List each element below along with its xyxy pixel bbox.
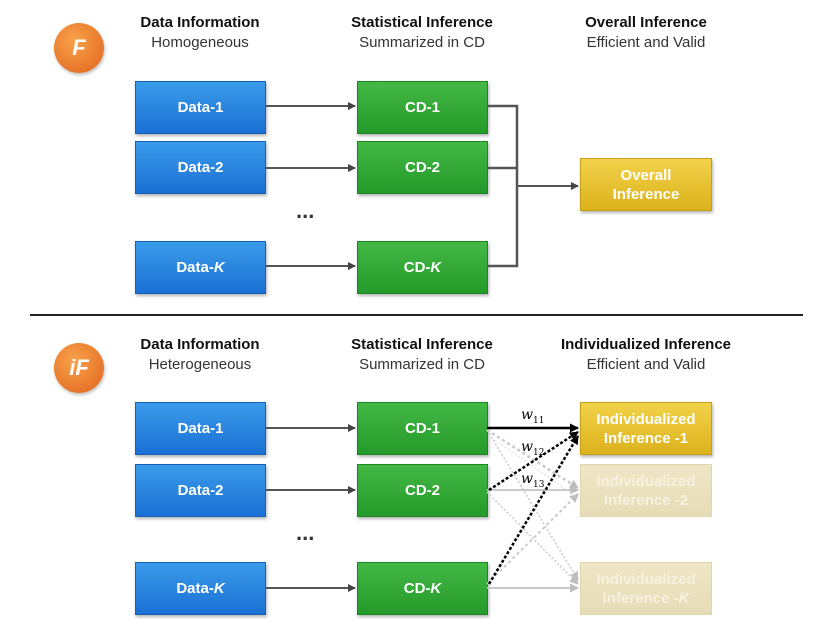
top-data-k-label: Data- (176, 259, 214, 276)
top-cd-k-label: CD- (403, 259, 431, 276)
bottom-data-1-box: Data-1 (135, 402, 266, 455)
top-cd-k-box: CD-K (357, 241, 488, 294)
bottom-cd-k-label: CD- (403, 580, 431, 597)
w11-label: w11 (521, 407, 544, 426)
top-cd-k-italic: K (430, 259, 442, 276)
top-header-data-subtitle: Homogeneous (151, 34, 249, 51)
faded-cd2-to-infk (486, 491, 579, 585)
bottom-cd-2-box: CD-2 (357, 464, 488, 517)
top-header-overall-subtitle: Efficient and Valid (586, 34, 706, 51)
individualized-1-line1: Individualized (596, 410, 696, 428)
top-overall-line1: Overall (620, 166, 672, 184)
bottom-cd-1-box: CD-1 (357, 402, 488, 455)
bottom-header-inference-title: Statistical Inference (351, 336, 493, 353)
top-data-k-italic: K (213, 259, 225, 276)
top-data-1-label: Data-1 (177, 99, 224, 116)
bottom-data-k-box: Data-K (135, 562, 266, 615)
top-data-2-box: Data-2 (135, 141, 266, 194)
bottom-header-data-subtitle: Heterogeneous (148, 356, 252, 373)
top-data-1-box: Data-1 (135, 81, 266, 134)
w13-arrow (487, 435, 580, 585)
top-header-inference-title: Statistical Inference (351, 14, 493, 31)
individualized-k-italic: K (678, 589, 690, 607)
top-header-inference: Statistical Inference Summarized in CD (322, 13, 522, 53)
top-header-overall: Overall Inference Efficient and Valid (546, 13, 746, 53)
bottom-cd-k-box: CD-K (357, 562, 488, 615)
top-cd-1-label: CD-1 (404, 99, 440, 116)
top-overall-line2: Inference (612, 185, 680, 203)
bottom-header-data-title: Data Information (140, 336, 260, 353)
bottom-data-k-label: Data- (176, 580, 214, 597)
individualized-1-line2: Inference -1 (603, 429, 689, 447)
bottom-header-individualized-subtitle: Efficient and Valid (586, 356, 706, 373)
individualized-k-line2: Inference - (602, 589, 679, 607)
if-badge-icon: iF (54, 343, 104, 393)
bottom-header-inference-subtitle: Summarized in CD (359, 356, 485, 373)
top-cd-2-box: CD-2 (357, 141, 488, 194)
top-header-data-title: Data Information (140, 14, 260, 31)
top-data-k-box: Data-K (135, 241, 266, 294)
f-badge-label: F (72, 35, 86, 60)
top-header-data: Data Information Homogeneous (100, 13, 300, 53)
w13-label: w13 (521, 471, 545, 490)
top-cd-2-label: CD-2 (404, 159, 440, 176)
individualized-k-line1: Individualized (596, 570, 696, 588)
bottom-header-inference: Statistical Inference Summarized in CD (322, 335, 522, 375)
bottom-header-individualized-title: Individualized Inference (560, 336, 732, 353)
top-data-2-label: Data-2 (177, 159, 224, 176)
bottom-cd-1-label: CD-1 (404, 420, 440, 437)
f-badge-icon: F (54, 23, 104, 73)
if-badge-label: iF (69, 355, 89, 380)
section-divider (30, 314, 803, 316)
top-merge-connector (487, 104, 519, 268)
bottom-data-k-italic: K (213, 580, 225, 597)
w12-arrow (488, 430, 579, 492)
top-cd-1-box: CD-1 (357, 81, 488, 134)
top-header-inference-subtitle: Summarized in CD (359, 34, 485, 51)
bottom-cd-2-label: CD-2 (404, 482, 440, 499)
bottom-ellipsis: ... (296, 520, 315, 545)
bottom-header-data: Data Information Heterogeneous (100, 335, 300, 375)
individualized-2-line1: Individualized (596, 472, 696, 490)
faded-cd1-to-infk (486, 429, 579, 581)
bottom-data-2-box: Data-2 (135, 464, 266, 517)
faded-cd1-to-cd2-side (494, 439, 579, 499)
top-header-overall-title: Overall Inference (585, 14, 707, 31)
bottom-cd-k-italic: K (430, 580, 442, 597)
top-ellipsis: ... (296, 198, 315, 223)
bottom-header-individualized: Individualized Inference Efficient and V… (526, 335, 766, 375)
bottom-data-1-label: Data-1 (177, 420, 224, 437)
w12-label: w12 (521, 439, 544, 458)
individualized-2-line2: Inference -2 (603, 491, 689, 509)
bottom-data-2-label: Data-2 (177, 482, 224, 499)
